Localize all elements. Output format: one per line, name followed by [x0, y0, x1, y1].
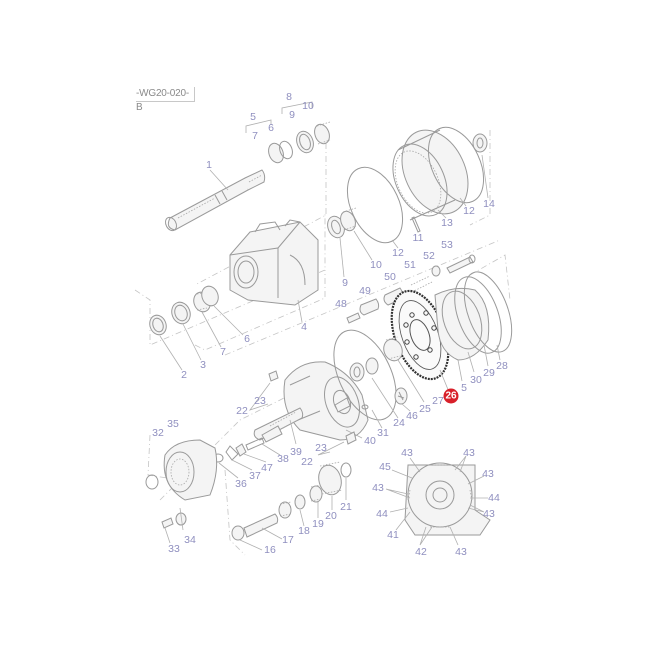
callout-label-10[interactable]: 10 [370, 259, 382, 271]
callout-label-8[interactable]: 8 [286, 91, 292, 103]
callout-label-10[interactable]: 10 [302, 100, 314, 112]
callout-label-43[interactable]: 43 [401, 447, 413, 459]
callout-label-43[interactable]: 43 [463, 447, 475, 459]
callout-label-27[interactable]: 27 [432, 395, 444, 407]
part-1-shaft [164, 169, 266, 232]
callout-label-37[interactable]: 37 [249, 470, 261, 482]
callout-label-4[interactable]: 4 [301, 321, 307, 333]
callout-label-47[interactable]: 47 [261, 462, 273, 474]
parts-5-28-30-piston [434, 271, 513, 382]
callout-label-48[interactable]: 48 [335, 298, 347, 310]
callout-label-6[interactable]: 6 [268, 122, 274, 134]
callout-label-35[interactable]: 35 [167, 418, 179, 430]
callout-label-17[interactable]: 17 [282, 534, 294, 546]
callout-label-2[interactable]: 2 [181, 369, 187, 381]
callout-label-1[interactable]: 1 [206, 159, 212, 171]
parts-9-10-bearing [327, 207, 373, 278]
callout-label-11[interactable]: 11 [412, 232, 424, 244]
callout-label-42[interactable]: 42 [415, 546, 427, 558]
callout-label-34[interactable]: 34 [184, 534, 196, 546]
callout-label-53[interactable]: 53 [441, 239, 453, 251]
callout-label-16[interactable]: 16 [264, 544, 276, 556]
callout-label-52[interactable]: 52 [423, 250, 435, 262]
callout-label-14[interactable]: 14 [483, 198, 495, 210]
parts-16-21-lower-shaft [231, 461, 352, 551]
callout-label-20[interactable]: 20 [325, 510, 337, 522]
parts-41-45-carrier [385, 455, 491, 546]
part-4-housing [229, 219, 319, 323]
callout-label-43[interactable]: 43 [482, 468, 494, 480]
callout-label-22[interactable]: 22 [236, 405, 248, 417]
callout-label-9[interactable]: 9 [342, 277, 348, 289]
callout-label-29[interactable]: 29 [483, 367, 495, 379]
callout-label-7[interactable]: 7 [220, 346, 226, 358]
callout-label-12[interactable]: 12 [463, 205, 475, 217]
callout-label-50[interactable]: 50 [384, 271, 396, 283]
callout-label-30[interactable]: 30 [470, 374, 482, 386]
callout-label-23[interactable]: 23 [254, 395, 266, 407]
callout-label-31[interactable]: 31 [377, 427, 389, 439]
highlighted-part-marker[interactable]: 26 [443, 388, 459, 404]
callout-label-19[interactable]: 19 [312, 518, 324, 530]
callout-label-43[interactable]: 43 [455, 546, 467, 558]
callout-label-24[interactable]: 24 [393, 417, 405, 429]
callout-label-49[interactable]: 49 [359, 285, 371, 297]
callout-label-33[interactable]: 33 [168, 543, 180, 555]
callout-label-22[interactable]: 22 [301, 456, 313, 468]
callout-label-21[interactable]: 21 [340, 501, 352, 513]
parts-24-25-31-46 [333, 329, 425, 429]
callout-label-18[interactable]: 18 [298, 525, 310, 537]
parts-48-53-small [346, 254, 476, 324]
callout-label-43[interactable]: 43 [483, 508, 495, 520]
callout-label-51[interactable]: 51 [404, 259, 416, 271]
callout-label-46[interactable]: 46 [406, 410, 418, 422]
callout-label-5[interactable]: 5 [250, 111, 256, 123]
callout-label-45[interactable]: 45 [379, 461, 391, 473]
callout-label-36[interactable]: 36 [235, 478, 247, 490]
callout-label-3[interactable]: 3 [200, 359, 206, 371]
callout-label-9[interactable]: 9 [289, 109, 295, 121]
diagram-reference-code: -WG20-020-B [136, 87, 195, 113]
parts-2-3-6-7-bearings [149, 285, 244, 371]
callout-label-43[interactable]: 43 [372, 482, 384, 494]
callout-label-44[interactable]: 44 [376, 508, 388, 520]
callout-label-23[interactable]: 23 [315, 442, 327, 454]
callout-label-28[interactable]: 28 [496, 360, 508, 372]
parts-5-10-bearings [268, 121, 331, 164]
callout-label-32[interactable]: 32 [152, 427, 164, 439]
callout-label-38[interactable]: 38 [277, 453, 289, 465]
callout-label-44[interactable]: 44 [488, 492, 500, 504]
callout-label-7[interactable]: 7 [252, 130, 258, 142]
part-40-brake-housing [283, 361, 369, 441]
callout-label-40[interactable]: 40 [364, 435, 376, 447]
callout-label-6[interactable]: 6 [244, 333, 250, 345]
callout-label-25[interactable]: 25 [419, 403, 431, 415]
callout-label-12[interactable]: 12 [392, 247, 404, 259]
callout-label-5[interactable]: 5 [461, 382, 467, 394]
callout-label-41[interactable]: 41 [387, 529, 399, 541]
callout-label-39[interactable]: 39 [290, 446, 302, 458]
parts-22-23-36-39-47 [212, 370, 357, 479]
part-35-hub [145, 439, 218, 544]
callout-label-13[interactable]: 13 [441, 217, 453, 229]
